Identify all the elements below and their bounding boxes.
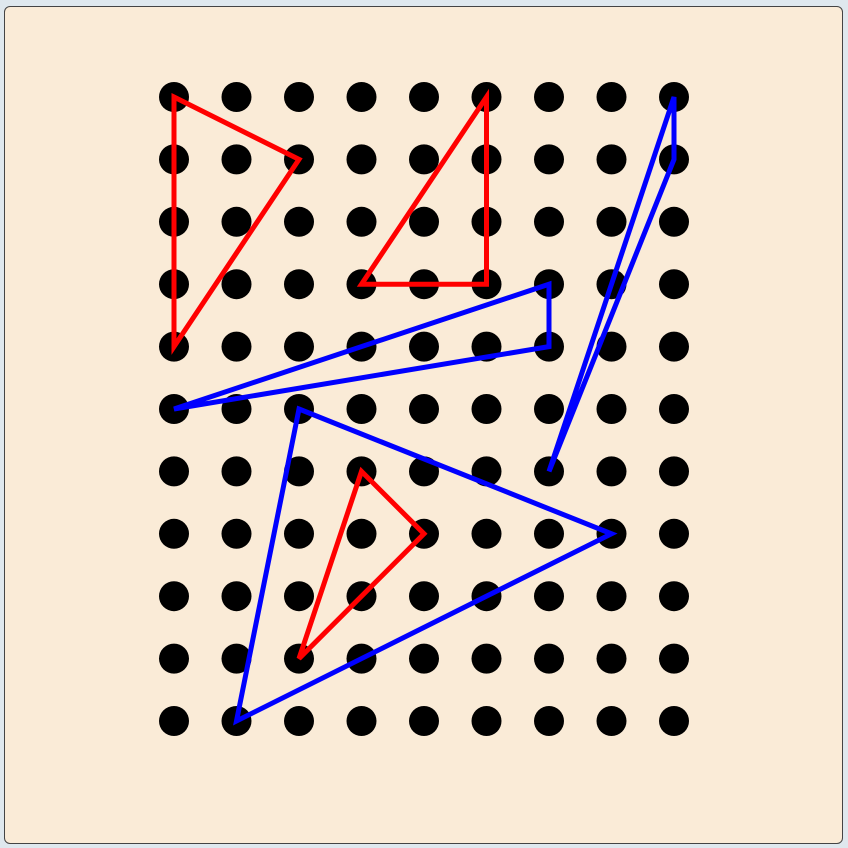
peg bbox=[659, 706, 689, 736]
peg bbox=[284, 581, 314, 612]
peg bbox=[534, 706, 564, 736]
peg bbox=[534, 581, 564, 612]
peg bbox=[221, 331, 252, 362]
peg bbox=[534, 394, 564, 424]
peg bbox=[409, 643, 439, 674]
peg bbox=[471, 643, 502, 674]
peg bbox=[659, 394, 689, 424]
blue-triangle-2 bbox=[546, 96, 677, 473]
peg bbox=[221, 82, 252, 112]
peg bbox=[159, 518, 189, 549]
peg bbox=[596, 643, 627, 674]
peg bbox=[159, 643, 189, 674]
blue-triangle-1 bbox=[173, 280, 552, 412]
peg bbox=[596, 394, 627, 424]
peg bbox=[534, 518, 564, 549]
peg bbox=[346, 144, 377, 175]
peg bbox=[596, 456, 627, 487]
peg bbox=[471, 518, 502, 549]
peg bbox=[284, 518, 314, 549]
peg bbox=[659, 643, 689, 674]
peg bbox=[284, 456, 314, 487]
peg bbox=[346, 206, 377, 237]
peg bbox=[659, 581, 689, 612]
peg bbox=[284, 269, 314, 300]
peg bbox=[471, 394, 502, 424]
peg bbox=[596, 706, 627, 736]
peg bbox=[346, 518, 377, 549]
peg bbox=[284, 706, 314, 736]
peg bbox=[409, 82, 439, 112]
peg bbox=[471, 706, 502, 736]
peg bbox=[659, 518, 689, 549]
peg bbox=[221, 643, 252, 674]
peg bbox=[596, 82, 627, 112]
peg bbox=[221, 518, 252, 549]
peg bbox=[409, 144, 439, 175]
peg bbox=[534, 206, 564, 237]
peg bbox=[534, 82, 564, 112]
red-triangle-3 bbox=[296, 466, 428, 661]
peg bbox=[659, 206, 689, 237]
peg bbox=[659, 269, 689, 300]
peg bbox=[534, 144, 564, 175]
blue-triangle-3 bbox=[233, 405, 618, 726]
peg bbox=[284, 331, 314, 362]
peg bbox=[659, 456, 689, 487]
peg bbox=[159, 581, 189, 612]
peg bbox=[221, 269, 252, 300]
peg bbox=[221, 581, 252, 612]
peg bbox=[409, 581, 439, 612]
peg bbox=[534, 643, 564, 674]
peg bbox=[409, 706, 439, 736]
peg bbox=[659, 331, 689, 362]
peg bbox=[159, 706, 189, 736]
peg bbox=[346, 394, 377, 424]
peg bbox=[284, 82, 314, 112]
peg bbox=[284, 206, 314, 237]
peg bbox=[596, 206, 627, 237]
peg bbox=[221, 144, 252, 175]
peg bbox=[221, 206, 252, 237]
peg-grid bbox=[159, 82, 689, 736]
peg bbox=[346, 82, 377, 112]
peg bbox=[409, 331, 439, 362]
red-triangle-1 bbox=[171, 92, 303, 355]
peg bbox=[596, 581, 627, 612]
peg bbox=[409, 394, 439, 424]
peg bbox=[221, 456, 252, 487]
red-triangle-2 bbox=[356, 88, 489, 287]
peg bbox=[596, 144, 627, 175]
peg bbox=[409, 206, 439, 237]
peg bbox=[346, 706, 377, 736]
rubber-band-shapes bbox=[171, 88, 677, 726]
peg bbox=[159, 456, 189, 487]
